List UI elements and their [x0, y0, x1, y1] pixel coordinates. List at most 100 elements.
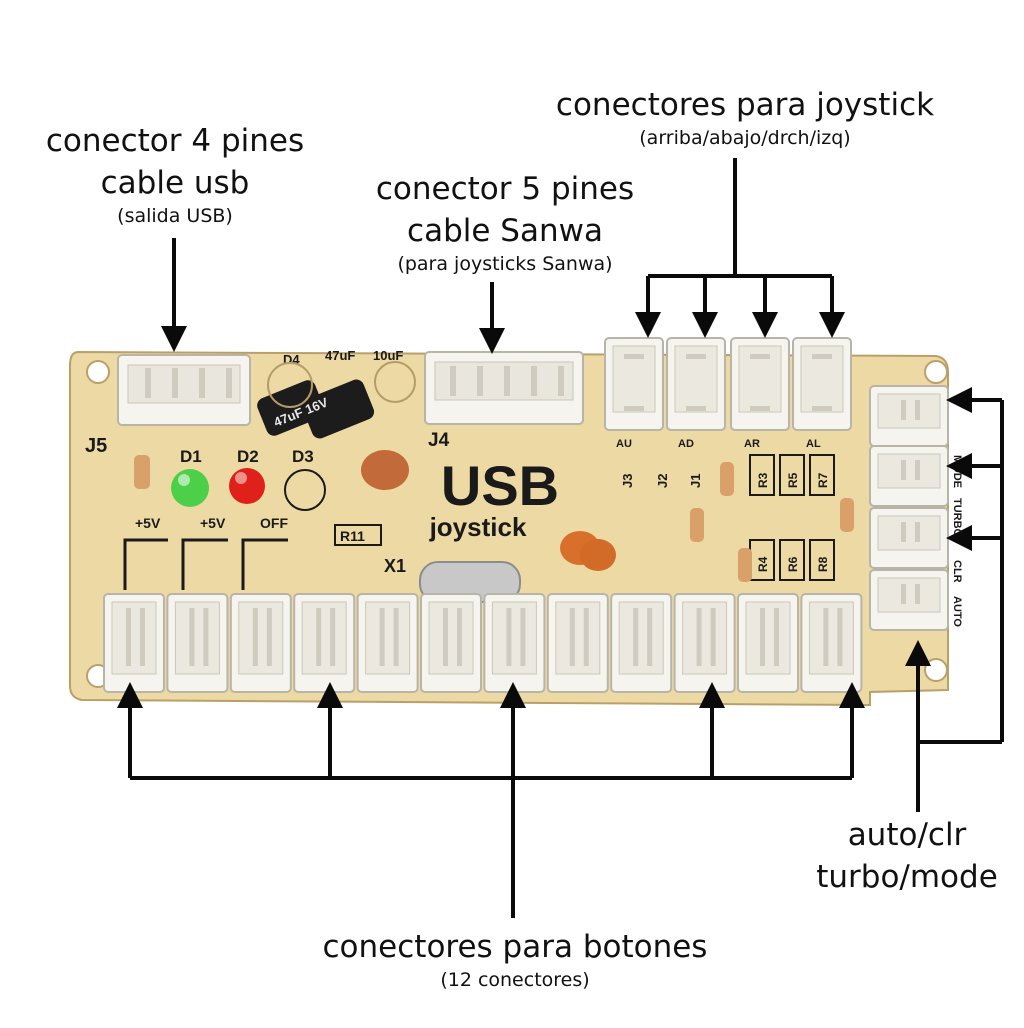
label-clr: CLR: [951, 560, 963, 583]
label-ad: AD: [678, 438, 694, 450]
mode-connector-1: [869, 385, 949, 447]
resistor-footprint: [779, 539, 805, 581]
board-title: USB: [441, 454, 559, 517]
arrow-head: [819, 312, 845, 338]
button-connector-11: [737, 593, 799, 693]
leader-arrows: [117, 158, 1004, 918]
button-connector-1: [103, 593, 165, 693]
sanwa-5pin-connector: [424, 351, 584, 425]
resistor: [738, 548, 752, 582]
label-cap-10uf: 10uF: [373, 348, 403, 363]
resistor-footprint: [779, 454, 805, 496]
annotation-sanwa-note: (para joysticks Sanwa): [397, 253, 613, 275]
mode-connector-2: [869, 445, 949, 507]
annotation-joystick-note: (arriba/abajo/drch/izq): [639, 127, 851, 149]
arrow-head: [752, 312, 778, 338]
label-d1: D1: [180, 447, 202, 466]
arrow-head: [699, 682, 725, 708]
board-subtitle: joystick: [429, 512, 527, 542]
resistor-footprint: [749, 454, 775, 496]
button-connector-7: [483, 593, 546, 693]
joystick-connectors: [604, 337, 852, 431]
resistor-array: [690, 454, 854, 582]
label-j2: J2: [655, 474, 670, 488]
led-d3-footprint: [284, 469, 326, 511]
label-r6: R6: [786, 556, 800, 572]
label-j5: J5: [85, 435, 107, 457]
resistor-footprint: [809, 454, 835, 496]
annotation-buttons-note: (12 conectores): [440, 969, 590, 991]
annotation-sanwa: conector 5 pines cable Sanwa (para joyst…: [340, 168, 670, 276]
ceramic-capacitor: [361, 450, 409, 490]
arrow-head: [117, 682, 143, 708]
label-r4: R4: [756, 556, 770, 572]
button-connector-3: [229, 593, 292, 693]
annotation-mode: auto/clr turbo/mode: [800, 814, 1014, 898]
button-connector-8: [546, 593, 609, 693]
label-r3: R3: [756, 472, 770, 488]
resistor: [134, 455, 150, 489]
label-al: AL: [806, 438, 821, 450]
arrow-head: [692, 312, 718, 338]
annotation-usb-line1: conector 4 pines: [45, 123, 305, 159]
label-r8: R8: [816, 556, 830, 572]
arrow-head: [500, 682, 526, 708]
label-off: OFF: [260, 515, 288, 531]
arrow-head: [946, 453, 972, 479]
annotation-buttons: conectores para botones (12 conectores): [290, 926, 740, 992]
label-x1: X1: [384, 556, 406, 576]
joystick-connector-4: [792, 337, 852, 431]
button-connector-4: [293, 593, 356, 693]
mount-hole: [924, 360, 948, 384]
button-connector-5: [356, 593, 419, 693]
arrow-head: [946, 525, 972, 551]
annotation-sanwa-line2: cable Sanwa: [407, 213, 603, 249]
joystick-connector-3: [730, 337, 790, 431]
label-au: AU: [616, 438, 632, 450]
button-connector-12: [800, 593, 863, 693]
label-5v-a: +5V: [135, 515, 161, 531]
label-r5: R5: [786, 472, 800, 488]
arrow-head: [946, 387, 972, 413]
annotation-usb-line2: cable usb: [100, 165, 250, 201]
joystick-connector-1: [604, 337, 664, 431]
label-cap-47uf: 47uF: [325, 348, 355, 363]
resistor: [840, 498, 854, 532]
arrow-head: [161, 326, 187, 352]
label-r7: R7: [816, 472, 830, 488]
annotation-mode-line1: auto/clr: [847, 817, 967, 853]
mode-connector-4: [869, 569, 949, 631]
led-red: [229, 468, 265, 504]
label-d2: D2: [237, 447, 259, 466]
arrow-head: [635, 312, 661, 338]
button-connector-2: [166, 593, 229, 693]
resistor-footprint: [809, 539, 835, 581]
usb-4pin-connector: [117, 354, 251, 426]
label-j3: J3: [620, 474, 635, 488]
label-d3: D3: [292, 447, 314, 466]
label-5v-b: +5V: [200, 515, 226, 531]
arrow-head: [317, 682, 343, 708]
button-connector-10: [673, 593, 736, 693]
mount-hole: [86, 360, 110, 384]
led-green: [171, 469, 209, 507]
resistor: [690, 508, 704, 542]
label-turbo: TURBO: [951, 498, 963, 538]
label-j1: J1: [688, 474, 703, 488]
label-auto: AUTO: [951, 596, 963, 627]
label-r11: R11: [340, 528, 365, 544]
arrow-head: [479, 328, 505, 354]
button-connectors: [103, 593, 863, 693]
resistor: [720, 462, 734, 496]
ceramic-capacitor: [580, 539, 616, 571]
button-connector-6: [420, 593, 482, 693]
annotation-usb: conector 4 pines cable usb (salida USB): [30, 120, 320, 228]
joystick-connector-2: [666, 337, 726, 431]
arrow-head: [839, 682, 865, 708]
arrow-head: [905, 640, 931, 666]
electrolytic-capacitors: [257, 361, 416, 439]
annotation-usb-note: (salida USB): [117, 205, 233, 227]
annotation-joystick: conectores para joystick (arriba/abajo/d…: [540, 84, 950, 150]
